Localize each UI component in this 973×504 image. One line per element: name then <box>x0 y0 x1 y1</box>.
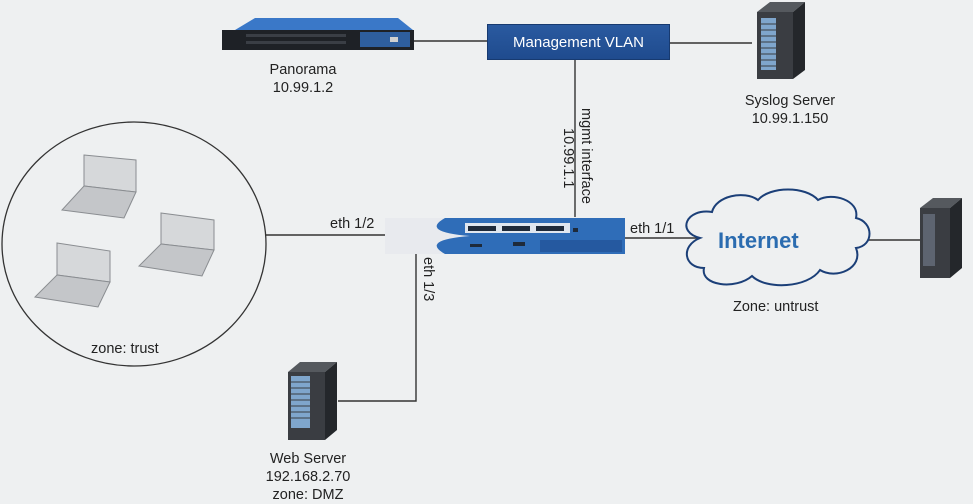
mgmt-interface-ip: 10.99.1.1 <box>560 128 576 189</box>
syslog-name: Syslog Server <box>744 93 836 109</box>
firewall-appliance-icon <box>385 218 625 254</box>
trust-zone-boundary <box>1 121 267 367</box>
panorama-ip: 10.99.1.2 <box>272 80 334 96</box>
web-server-ip: 192.168.2.70 <box>265 469 351 485</box>
eth-1-2-label: eth 1/2 <box>330 216 375 232</box>
link-firewall-webserver <box>338 253 417 402</box>
trust-zone-label: zone: trust <box>91 341 159 357</box>
eth-1-1-label: eth 1/1 <box>630 221 675 237</box>
syslog-ip: 10.99.1.150 <box>751 111 829 127</box>
internet-server-icon <box>920 198 962 278</box>
internet-cloud-icon <box>685 188 871 287</box>
panorama-name: Panorama <box>269 62 337 78</box>
eth-1-3-label: eth 1/3 <box>420 257 436 302</box>
laptop-icon <box>60 154 137 219</box>
syslog-server-icon <box>757 2 805 79</box>
laptop-icon <box>33 242 111 308</box>
panorama-appliance-icon <box>222 18 414 50</box>
syslog-label: Syslog Server 10.99.1.150 <box>725 92 855 128</box>
web-server-label: Web Server 192.168.2.70 zone: DMZ <box>258 450 358 504</box>
panorama-label: Panorama 10.99.1.2 <box>248 61 358 97</box>
web-server-zone: zone: DMZ <box>272 487 344 503</box>
internet-zone-label: Zone: untrust <box>733 299 819 315</box>
laptop-icon <box>137 212 215 277</box>
mgmt-interface-label: mgmt interface <box>578 108 594 204</box>
internet-label: Internet <box>718 228 799 253</box>
web-server-name: Web Server <box>269 451 347 467</box>
web-server-icon <box>288 362 337 440</box>
management-vlan-box: Management VLAN <box>487 24 670 60</box>
management-vlan-label: Management VLAN <box>513 33 644 51</box>
